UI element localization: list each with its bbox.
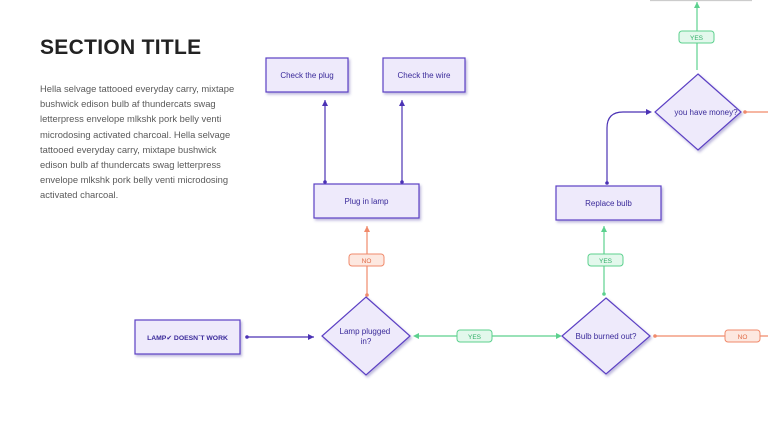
node-check-plug-label: Check the plug — [280, 71, 333, 80]
badge-no-plugged: NO — [348, 253, 385, 267]
arrowhead — [601, 226, 607, 232]
badge-no-bulb-label: NO — [738, 334, 748, 341]
connectors — [245, 0, 768, 340]
connector-dot — [323, 180, 327, 184]
node-start: LAMP✔ DOESN´T WORK — [134, 319, 241, 355]
badge-yes-money: YES — [678, 30, 715, 44]
badge-yes-bulb-label: YES — [599, 258, 613, 265]
connector-dot — [602, 292, 606, 296]
badge-yes-money-label: YES — [690, 35, 704, 42]
svg-text:Lamp plugged in?: Lamp plugged in? — [340, 327, 393, 346]
arrowhead — [364, 226, 370, 232]
node-bulb-burned-out: Bulb burned out? — [561, 297, 651, 375]
badge-yes-bulb: YES — [587, 253, 624, 267]
connector-replace-to-money — [606, 111, 650, 183]
arrowhead — [413, 333, 419, 339]
node-check-wire-label: Check the wire — [398, 71, 451, 80]
section-title: SECTION TITLE — [40, 36, 202, 59]
node-start-label: LAMP✔ DOESN´T WORK — [147, 335, 228, 342]
node-lamp-plugged: Lamp plugged in? — [321, 296, 411, 376]
arrowhead — [399, 100, 405, 106]
node-check-wire: Check the wire — [382, 57, 466, 93]
badge-no-plugged-label: NO — [362, 258, 372, 265]
node-check-plug: Check the plug — [265, 57, 349, 93]
arrowhead — [694, 2, 700, 8]
node-have-money-label: you have money? — [674, 108, 738, 117]
arrowhead — [556, 333, 562, 339]
connector-dot — [743, 110, 747, 114]
node-bulb-burned-out-label: Bulb burned out? — [576, 332, 637, 341]
node-lamp-plugged-line1: Lamp plugged — [340, 327, 391, 336]
node-plug-in-lamp-label: Plug in lamp — [344, 197, 389, 206]
section-body: Hella selvage tattooed everyday carry, m… — [40, 83, 235, 201]
arrowhead — [322, 100, 328, 106]
badge-yes-plugged: YES — [456, 329, 493, 343]
node-replace-bulb-label: Replace bulb — [585, 199, 632, 208]
arrowhead — [646, 109, 652, 115]
badge-yes-plugged-label: YES — [468, 334, 482, 341]
badge-no-bulb: NO — [724, 329, 761, 343]
connector-dot — [400, 180, 404, 184]
node-replace-bulb: Replace bulb — [555, 185, 662, 221]
node-have-money: you have money? — [654, 73, 742, 151]
connector-dot — [605, 181, 609, 185]
connector-dot — [653, 334, 657, 338]
connector-dot — [365, 293, 369, 297]
node-plug-in-lamp: Plug in lamp — [313, 183, 420, 219]
arrowhead — [308, 334, 314, 340]
node-lamp-plugged-line2: in? — [361, 337, 372, 346]
connector-dot — [245, 335, 249, 339]
